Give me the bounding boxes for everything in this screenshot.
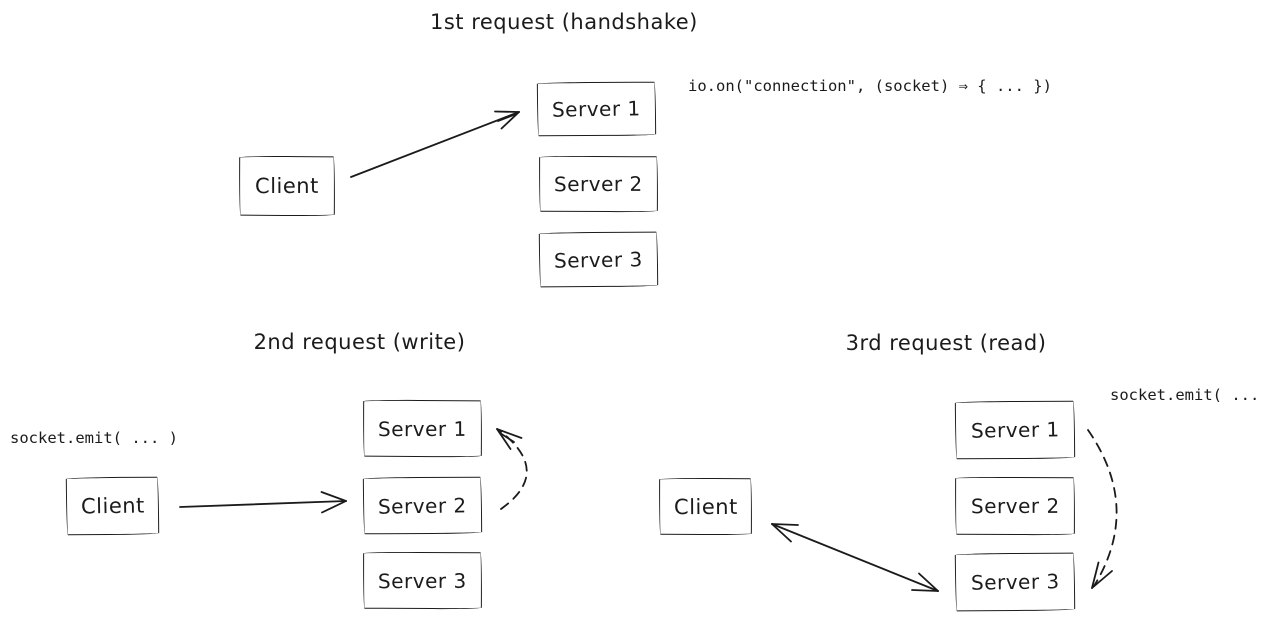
arrow-p1-client-to-server1 bbox=[350, 110, 520, 178]
panel3-server3-box: Server 3 bbox=[954, 552, 1076, 612]
panel3-server2-box: Server 2 bbox=[954, 476, 1076, 536]
panel2-client-label: Client bbox=[80, 493, 145, 519]
panel1-title: 1st request (handshake) bbox=[430, 10, 698, 34]
panel1-client-label: Client bbox=[255, 173, 319, 199]
panel2-server3-label: Server 3 bbox=[378, 568, 467, 593]
panel3-client-label: Client bbox=[673, 494, 738, 519]
panel2-client-box: Client bbox=[65, 476, 160, 536]
arrow-p2-client-to-server2 bbox=[179, 491, 347, 514]
panel2-server2-box: Server 2 bbox=[362, 476, 483, 535]
panel3-server1-box: Server 1 bbox=[954, 400, 1076, 460]
panel2-server1-box: Server 1 bbox=[362, 399, 483, 458]
panel1-server1-box: Server 1 bbox=[536, 81, 657, 137]
panel3-server3-label: Server 3 bbox=[970, 569, 1060, 595]
arrow-p2-server2-to-server1 bbox=[496, 428, 528, 510]
panel2-code-annotation: socket.emit( ... ) bbox=[10, 429, 178, 447]
panel2-server2-label: Server 2 bbox=[377, 492, 468, 519]
panel1-server3-label: Server 3 bbox=[553, 246, 644, 273]
panel3-server2-label: Server 2 bbox=[970, 493, 1060, 519]
panel1-server3-box: Server 3 bbox=[538, 231, 659, 288]
panel1-client-box: Client bbox=[238, 155, 336, 217]
panel2-server1-label: Server 1 bbox=[378, 416, 467, 441]
panel3-server1-label: Server 1 bbox=[970, 417, 1060, 443]
panel3-client-box: Client bbox=[658, 477, 753, 536]
panel3-title: 3rd request (read) bbox=[845, 331, 1047, 355]
panel2-title: 2nd request (write) bbox=[253, 330, 466, 354]
panel2-server3-box: Server 3 bbox=[362, 551, 483, 610]
panel1-code-annotation: io.on("connection", (socket) ⇒ { ... }) bbox=[688, 77, 1052, 95]
panel1-server1-label: Server 1 bbox=[551, 96, 642, 122]
arrow-p3-server1-to-server3 bbox=[1087, 429, 1118, 589]
panel3-code-annotation: socket.emit( ... ) bbox=[1110, 386, 1271, 404]
panel1-server2-box: Server 2 bbox=[538, 155, 659, 213]
panel1-server2-label: Server 2 bbox=[554, 171, 643, 197]
arrow-p3-server3-to-client bbox=[771, 523, 939, 592]
